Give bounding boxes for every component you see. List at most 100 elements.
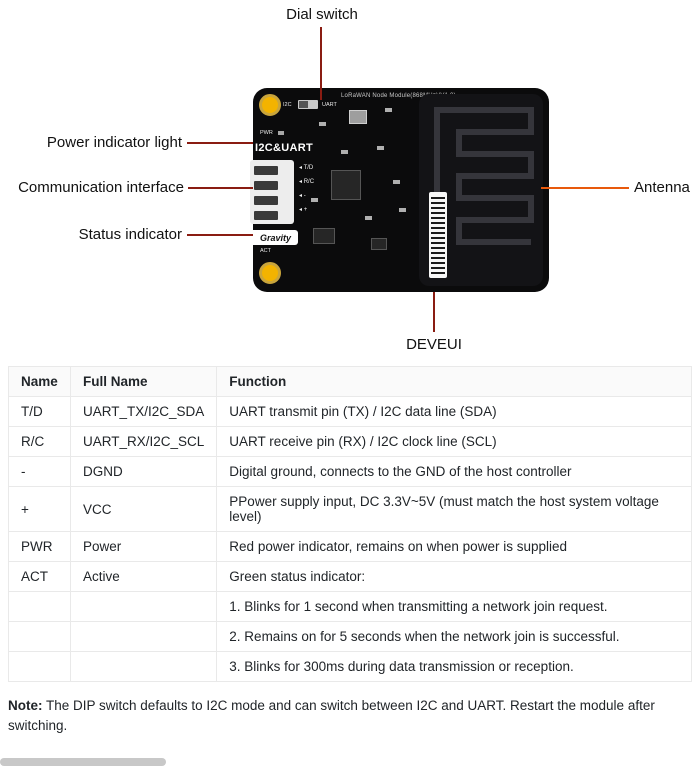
cell-full-name: UART_TX/I2C_SDA bbox=[69, 396, 218, 427]
col-header-full-name: Full Name bbox=[69, 366, 218, 397]
smd-component bbox=[399, 208, 406, 212]
leader-line-deveui bbox=[433, 292, 435, 332]
table-row: - DGND Digital ground, connects to the G… bbox=[8, 456, 692, 487]
pin-label-td: ◂ T/D bbox=[299, 165, 314, 171]
col-header-name: Name bbox=[8, 366, 71, 397]
smd-component bbox=[341, 150, 348, 154]
arrow-left-icon: ◂ bbox=[299, 165, 303, 171]
cell-full-name: VCC bbox=[69, 486, 218, 532]
connector-slot bbox=[254, 166, 278, 175]
cell-name: ACT bbox=[8, 561, 71, 592]
pin-label-vcc: ◂ + bbox=[299, 207, 308, 213]
mounting-hole-top-left bbox=[259, 94, 281, 116]
leader-line-communication-interface bbox=[188, 187, 253, 189]
pin-label-rc: ◂ R/C bbox=[299, 179, 315, 185]
leader-line-status-indicator bbox=[187, 234, 253, 236]
cell-function: Red power indicator, remains on when pow… bbox=[216, 531, 692, 562]
cell-name: R/C bbox=[8, 426, 71, 457]
act-silkscreen-label: ACT bbox=[260, 248, 271, 254]
cell-function: UART transmit pin (TX) / I2C data line (… bbox=[216, 396, 692, 427]
cell-function: 3. Blinks for 300ms during data transmis… bbox=[216, 651, 692, 682]
cell-function: 1. Blinks for 1 second when transmitting… bbox=[216, 591, 692, 622]
pcb-board: LoRaWAN Node Module(868MHz)(V1.0) I2C UA… bbox=[250, 88, 549, 292]
mounting-hole-bottom-left bbox=[259, 262, 281, 284]
antenna-trace bbox=[434, 107, 534, 276]
callout-status-indicator: Status indicator bbox=[78, 226, 182, 243]
table-row: PWR Power Red power indicator, remains o… bbox=[8, 531, 692, 562]
callout-communication-interface: Communication interface bbox=[18, 179, 184, 196]
smd-component bbox=[393, 180, 400, 184]
col-header-function: Function bbox=[216, 366, 692, 397]
cell-full-name: UART_RX/I2C_SCL bbox=[69, 426, 218, 457]
product-diagram: LoRaWAN Node Module(868MHz)(V1.0) I2C UA… bbox=[0, 0, 700, 362]
horizontal-scrollbar-thumb[interactable] bbox=[0, 758, 166, 766]
rf-module-chip bbox=[349, 110, 367, 124]
gravity-logo: Gravity bbox=[253, 230, 298, 245]
smd-component bbox=[385, 108, 392, 112]
cell-full-name bbox=[69, 621, 218, 652]
connector-slot bbox=[254, 181, 278, 190]
smd-component bbox=[311, 198, 318, 202]
connector-slot bbox=[254, 196, 278, 205]
deveui-barcode bbox=[431, 194, 445, 276]
table-header-row: Name Full Name Function bbox=[8, 366, 692, 397]
callout-deveui: DEVEUI bbox=[406, 336, 462, 353]
table-row: ACT Active Green status indicator: bbox=[8, 561, 692, 592]
board-silkscreen-title: LoRaWAN Node Module(868MHz)(V1.0) bbox=[341, 93, 456, 99]
gravity-connector bbox=[250, 160, 294, 224]
switch-label-uart: UART bbox=[322, 102, 337, 108]
cell-name: + bbox=[8, 486, 71, 532]
callout-power-indicator: Power indicator light bbox=[46, 134, 182, 151]
switch-label-i2c: I2C bbox=[283, 102, 292, 108]
cell-function: Digital ground, connects to the GND of t… bbox=[216, 456, 692, 487]
callout-dial-switch: Dial switch bbox=[286, 6, 358, 23]
cell-name bbox=[8, 591, 71, 622]
cell-name bbox=[8, 621, 71, 652]
cell-name: PWR bbox=[8, 531, 71, 562]
mcu-chip bbox=[331, 170, 361, 200]
smd-component bbox=[377, 146, 384, 150]
arrow-left-icon: ◂ bbox=[299, 179, 303, 185]
callout-antenna: Antenna bbox=[634, 179, 690, 196]
leader-line-antenna bbox=[541, 187, 629, 189]
table-row: R/C UART_RX/I2C_SCL UART receive pin (RX… bbox=[8, 426, 692, 457]
table-row: 1. Blinks for 1 second when transmitting… bbox=[8, 591, 692, 622]
leader-line-dial-switch bbox=[320, 27, 322, 100]
table-row: + VCC PPower supply input, DC 3.3V~5V (m… bbox=[8, 486, 692, 532]
pin-label-gnd: ◂ - bbox=[299, 193, 306, 199]
pin-table-wrapper: Name Full Name Function T/D UART_TX/I2C_… bbox=[0, 366, 700, 682]
cell-full-name bbox=[69, 591, 218, 622]
arrow-left-icon: ◂ bbox=[299, 193, 303, 199]
table-row: 3. Blinks for 300ms during data transmis… bbox=[8, 651, 692, 682]
cell-full-name bbox=[69, 651, 218, 682]
connector-slot bbox=[254, 211, 278, 220]
cell-name: - bbox=[8, 456, 71, 487]
cell-function: UART receive pin (RX) / I2C clock line (… bbox=[216, 426, 692, 457]
ic-chip bbox=[371, 238, 387, 250]
arrow-left-icon: ◂ bbox=[299, 207, 303, 213]
deveui-sticker bbox=[429, 192, 447, 278]
pwr-silkscreen-label: PWR bbox=[260, 130, 273, 136]
cell-full-name: Power bbox=[69, 531, 218, 562]
cell-name: T/D bbox=[8, 396, 71, 427]
note-paragraph: Note: The DIP switch defaults to I2C mod… bbox=[0, 682, 700, 737]
interface-silkscreen-label: I2C&UART bbox=[255, 142, 314, 154]
cell-full-name: Active bbox=[69, 561, 218, 592]
ic-chip bbox=[313, 228, 335, 244]
smd-component bbox=[319, 122, 326, 126]
cell-function: PPower supply input, DC 3.3V~5V (must ma… bbox=[216, 486, 692, 532]
cell-name bbox=[8, 651, 71, 682]
cell-function: 2. Remains on for 5 seconds when the net… bbox=[216, 621, 692, 652]
dial-switch-nub bbox=[299, 101, 308, 108]
table-row: 2. Remains on for 5 seconds when the net… bbox=[8, 621, 692, 652]
note-text: The DIP switch defaults to I2C mode and … bbox=[8, 698, 655, 734]
smd-component bbox=[365, 216, 372, 220]
leader-line-power-indicator bbox=[187, 142, 253, 144]
dial-switch-component bbox=[298, 100, 318, 109]
pin-function-table: Name Full Name Function T/D UART_TX/I2C_… bbox=[8, 366, 692, 682]
note-label: Note: bbox=[8, 698, 43, 713]
table-row: T/D UART_TX/I2C_SDA UART transmit pin (T… bbox=[8, 396, 692, 427]
cell-function: Green status indicator: bbox=[216, 561, 692, 592]
power-led bbox=[278, 131, 284, 135]
